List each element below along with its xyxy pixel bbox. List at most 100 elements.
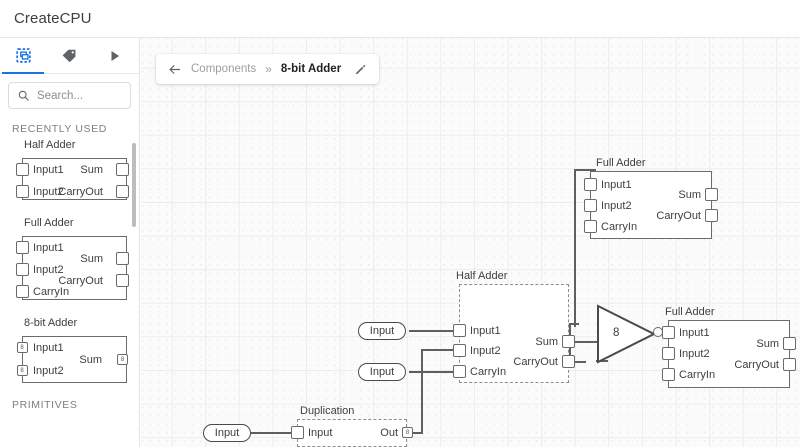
palette-item-8-bit-adder[interactable]: 8-bit Adder 8 Input1 8 Input2 8 Sum (0, 317, 139, 387)
arrow-left-icon[interactable] (167, 62, 182, 77)
palette-scrollbar[interactable] (132, 143, 136, 227)
pin-input2[interactable] (583, 199, 597, 212)
pin-label-input1: Input1 (601, 179, 632, 191)
pin-label-carryout: CarryOut (656, 210, 701, 222)
wire-halfadder-carryout-h (568, 361, 586, 364)
pin-label-carryout: CarryOut (58, 186, 103, 198)
top-bar: CreateCPU (0, 0, 800, 38)
search-input[interactable] (37, 89, 127, 102)
component-title: Full Adder (665, 306, 715, 318)
pin-input1[interactable] (15, 241, 29, 254)
pin-input2[interactable] (15, 263, 29, 276)
io-node-input-3[interactable]: Input (203, 424, 251, 442)
pin-label-input2: Input2 (601, 200, 632, 212)
pin-carryin[interactable] (452, 365, 466, 378)
pin-carryin[interactable] (661, 368, 675, 381)
section-label-primitives: PRIMITIVES (12, 399, 78, 411)
component-body[interactable] (668, 320, 790, 388)
play-icon (108, 49, 122, 63)
pin-sum[interactable] (116, 252, 129, 265)
pin-sum[interactable]: 8 (117, 354, 128, 365)
pin-input1[interactable] (15, 163, 29, 176)
component-title: Duplication (300, 405, 355, 417)
pin-out[interactable]: 8 (402, 427, 413, 438)
wire-riser-top-h (574, 169, 596, 172)
wire-halfadder-sum-to-bus (568, 341, 598, 344)
search-icon (17, 89, 30, 102)
component-body[interactable] (297, 419, 407, 447)
pin-sum[interactable] (116, 163, 129, 176)
pin-carryout[interactable] (562, 355, 575, 368)
pin-label-carryin: CarryIn (679, 369, 716, 381)
wire-dup-out-v (421, 349, 424, 434)
pin-sum[interactable] (705, 188, 718, 201)
tab-run[interactable] (92, 38, 138, 74)
schematic-canvas[interactable]: Components » 8-bit Adder (141, 38, 800, 447)
pin-carryout[interactable] (116, 185, 129, 198)
pin-label-carryin: CarryIn (470, 366, 507, 378)
pin-label-input1: Input1 (679, 327, 710, 339)
breadcrumb-root[interactable]: Components (191, 63, 257, 75)
pin-label-input2: Input2 (33, 264, 64, 276)
component-title: Full Adder (596, 157, 646, 169)
io-node-input-1[interactable]: Input (358, 322, 406, 340)
pin-label-input1: Input1 (33, 242, 64, 254)
pin-sum[interactable] (783, 337, 796, 350)
pin-label-input1: Input1 (33, 342, 64, 354)
component-body[interactable] (459, 284, 569, 383)
pin-label-carryout: CarryOut (58, 275, 103, 287)
pin-input2[interactable] (661, 347, 675, 360)
component-body (22, 158, 127, 200)
wire-input2-to-halfadder-carryin (409, 371, 459, 374)
wire-riser-to-top-fulladder (574, 169, 577, 327)
pin-input1[interactable] (452, 324, 466, 337)
wire-dup-out-h1 (406, 432, 423, 435)
pin-sum[interactable] (562, 335, 575, 348)
palette-item-half-adder[interactable]: Half Adder Input1 Input2 Sum CarryOut (0, 139, 139, 205)
pin-input1[interactable]: 8 (16, 342, 28, 353)
sidebar: RECENTLY USED Half Adder Input1 Input2 S… (0, 38, 140, 447)
pin-label-out: Out (380, 427, 398, 439)
tag-icon (60, 47, 78, 65)
pin-label-sum: Sum (79, 354, 102, 366)
pin-carryout[interactable] (783, 358, 796, 371)
pin-label-carryout: CarryOut (513, 356, 558, 368)
pin-label-sum: Sum (535, 336, 558, 348)
component-title: Half Adder (456, 270, 508, 282)
section-label-recently-used: RECENTLY USED (12, 123, 107, 135)
search-wrapper (0, 74, 139, 115)
pin-input2[interactable]: 8 (16, 365, 28, 376)
palette-item-label: 8-bit Adder (24, 317, 78, 329)
wire-input1-to-halfadder (409, 330, 459, 333)
breadcrumb-current: 8-bit Adder (280, 63, 342, 75)
pin-input2[interactable] (15, 185, 29, 198)
pin-input2[interactable] (452, 344, 466, 357)
pin-label-sum: Sum (80, 253, 103, 265)
pin-label-input1: Input1 (470, 325, 501, 337)
search-box[interactable] (8, 82, 131, 109)
component-palette[interactable]: Half Adder Input1 Input2 Sum CarryOut Fu… (0, 139, 139, 447)
tab-components[interactable] (0, 38, 46, 74)
pin-label-input: Input (308, 427, 333, 439)
io-node-input-2[interactable]: Input (358, 363, 406, 381)
breadcrumb-separator: » (265, 62, 272, 76)
pin-label-sum: Sum (756, 338, 779, 350)
pin-label-input2: Input2 (679, 348, 710, 360)
pin-label-carryout: CarryOut (734, 359, 779, 371)
palette-item-full-adder[interactable]: Full Adder Input1 Input2 CarryIn Sum Car… (0, 217, 139, 305)
pin-label-carryin: CarryIn (601, 221, 638, 233)
pin-carryout[interactable] (705, 209, 718, 222)
pin-label-sum: Sum (80, 164, 103, 176)
tab-labels[interactable] (46, 38, 92, 74)
pin-input1[interactable] (661, 326, 675, 339)
pin-input[interactable] (290, 426, 304, 439)
pin-carryout[interactable] (116, 274, 129, 287)
pencil-icon[interactable] (354, 63, 367, 76)
pin-label-carryin: CarryIn (33, 286, 70, 298)
breadcrumb: Components » 8-bit Adder (156, 54, 380, 84)
pin-carryin[interactable] (15, 285, 29, 298)
pin-input1[interactable] (583, 178, 597, 191)
chip-icon (14, 46, 33, 65)
pin-carryin[interactable] (583, 220, 597, 233)
bus-width-label: 8 (613, 327, 620, 339)
